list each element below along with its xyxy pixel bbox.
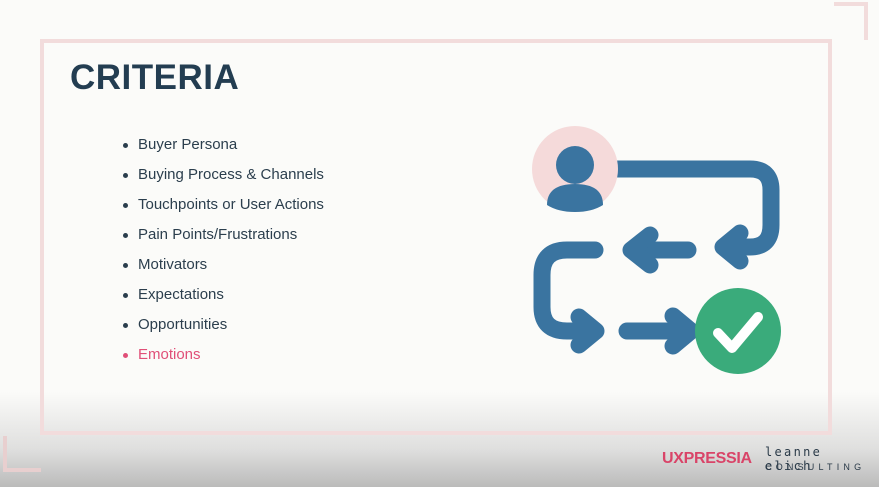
flow-arrow-icon (533, 160, 780, 355)
slide-title: CRITERIA (70, 58, 240, 97)
corner-bracket-top-right (834, 2, 868, 40)
criteria-item-expectations: Expectations (123, 282, 324, 312)
leanne-elich-logo-consulting: CONSULTING (765, 462, 866, 472)
criteria-list: Buyer Persona Buying Process & Channels … (123, 132, 324, 372)
bottom-gradient (0, 392, 879, 487)
criteria-item-buyer-persona: Buyer Persona (123, 132, 324, 162)
criteria-item-pain-points: Pain Points/Frustrations (123, 222, 324, 252)
checkmark-icon (695, 288, 781, 374)
corner-bracket-bottom-left (3, 436, 41, 472)
criteria-item-emotions: Emotions (123, 342, 324, 372)
user-avatar-icon (532, 126, 618, 212)
criteria-item-buying-process: Buying Process & Channels (123, 162, 324, 192)
criteria-item-motivators: Motivators (123, 252, 324, 282)
criteria-item-opportunities: Opportunities (123, 312, 324, 342)
customer-journey-illustration (532, 126, 781, 374)
leanne-elich-logo-name: leanne elich (765, 445, 823, 473)
uxpressia-logo: UXPRESSIA (662, 450, 752, 467)
slide-frame (40, 39, 832, 435)
criteria-item-touchpoints: Touchpoints or User Actions (123, 192, 324, 222)
